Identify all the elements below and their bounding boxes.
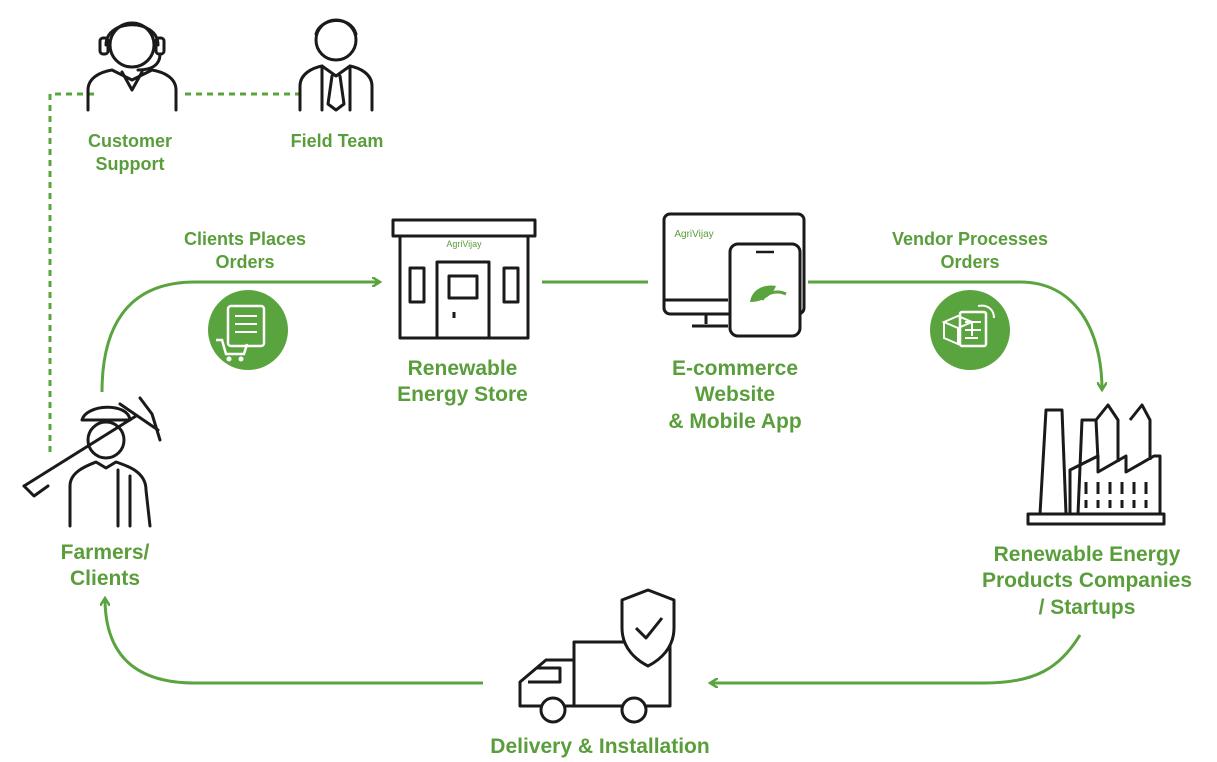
factory-icon [1026, 403, 1166, 526]
customer-support-label: Customer Support [87, 131, 172, 174]
order-cart-icon [208, 290, 288, 370]
businessman-icon [298, 18, 374, 112]
devices-icon [662, 212, 806, 338]
store-icon [391, 218, 537, 340]
headset-person-icon [86, 21, 178, 112]
arrow-farmers-to-store [100, 282, 380, 393]
store-logo-text: AgriVijay [446, 239, 482, 249]
arrow-companies-to-delivery [710, 634, 1082, 683]
devices-logo-text: AgriVijay [674, 229, 713, 240]
vendor-processes-orders-label: Vendor Processes Orders [891, 229, 1049, 272]
field-team-label: Field Team [290, 131, 384, 151]
farmers-clients-label: Farmers/ Clients [60, 541, 150, 591]
delivery-installation-label: Delivery & Installation [490, 735, 710, 758]
support-dashed-connector [48, 92, 300, 452]
arrow-ecommerce-to-companies [808, 280, 1102, 390]
ecommerce-label: E-commerce Website & Mobile App [668, 357, 802, 433]
renewable-energy-store-label: Renewable Energy Store [397, 357, 528, 407]
arrow-delivery-to-farmers [105, 598, 483, 685]
farmer-icon [22, 396, 162, 528]
clients-places-orders-label: Clients Places Orders [183, 229, 307, 272]
delivery-truck-icon [518, 588, 676, 724]
companies-label: Renewable Energy Products Companies / St… [981, 543, 1193, 619]
vendor-process-icon [930, 290, 1010, 370]
